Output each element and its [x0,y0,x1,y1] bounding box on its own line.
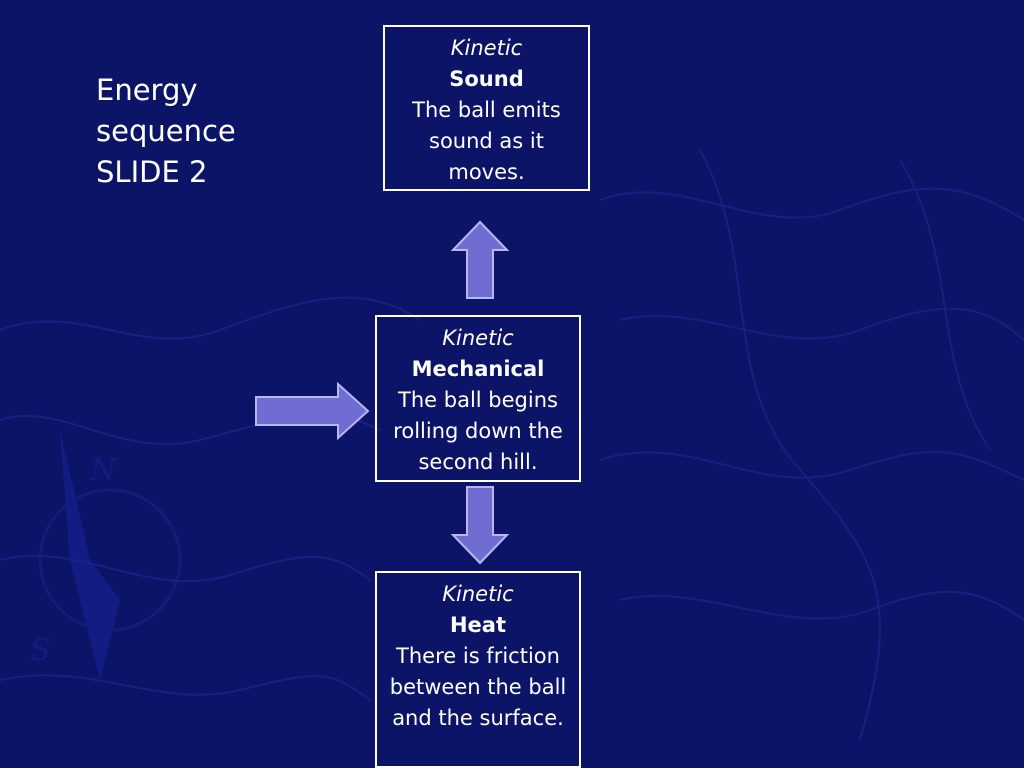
mechanical-box-form: Mechanical [411,357,545,381]
mechanical-box-kind: Kinetic [442,326,514,350]
right-arrow [255,382,370,440]
sound-energy-box: Kinetic Sound The ball emits sound as it… [383,25,590,191]
sound-box-form: Sound [449,67,524,91]
slide-title-line-3: SLIDE 2 [96,155,208,189]
heat-box-kind: Kinetic [442,582,514,606]
up-arrow [450,220,510,299]
mechanical-energy-box: Kinetic Mechanical The ball begins rolli… [375,315,581,482]
sound-box-description: The ball emits sound as it moves. [412,98,561,184]
heat-box-description: There is friction between the ball and t… [389,644,567,730]
svg-text:S: S [30,633,51,668]
svg-text:N: N [89,453,118,488]
down-arrow [450,486,510,565]
heat-box-form: Heat [449,613,507,637]
heat-energy-box: Kinetic Heat There is friction between t… [375,571,581,768]
mechanical-box-description: The ball begins rolling down the second … [393,388,563,474]
slide-title-line-1: Energy [96,73,198,107]
slide-title-line-2: sequence [96,114,236,148]
slide-title: Energy sequence SLIDE 2 [96,70,316,193]
sound-box-kind: Kinetic [450,36,523,60]
